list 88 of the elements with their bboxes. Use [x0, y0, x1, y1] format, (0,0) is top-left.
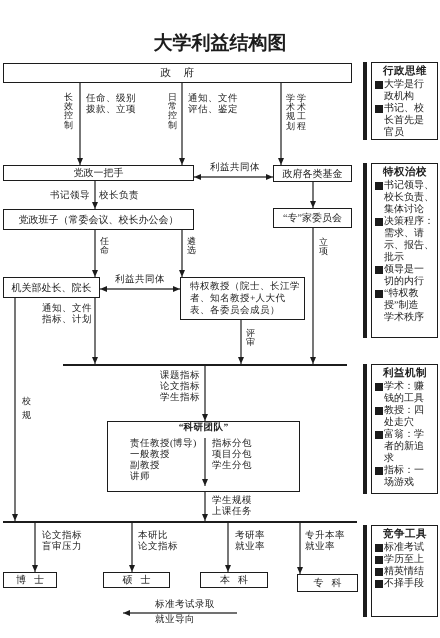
annotation-label: 任命、级别拨款、立项	[86, 94, 136, 116]
arrow	[310, 228, 316, 364]
annotation-label: 就业导向	[155, 615, 195, 626]
edge-label: 本研比论文指标	[138, 531, 178, 553]
process-box: 本科	[200, 572, 268, 588]
side-panel	[371, 163, 438, 338]
panel-heading: 竞争工具	[383, 529, 427, 541]
arrow	[238, 320, 244, 364]
bullet-text: 领导是一切的内行	[384, 264, 424, 288]
list-text: 讲师	[130, 472, 150, 483]
bus-line	[3, 521, 357, 523]
bullet-text: 指标：一场游戏	[384, 465, 424, 489]
bullet-text: 书记领导、校长负责、集体讨论	[384, 180, 434, 216]
bullet-text: 精英情结	[384, 566, 424, 578]
arrow	[278, 83, 284, 165]
list-text: 一般教授	[130, 450, 170, 460]
bus-line	[63, 364, 347, 366]
process-box: 党政一把手	[3, 165, 194, 181]
annotation-label: 标准考试录取	[155, 600, 215, 611]
edge-label: 利益共同体	[115, 275, 165, 286]
arrow	[179, 230, 185, 277]
edge-label: 立项	[319, 238, 328, 256]
double-arrow	[194, 174, 273, 180]
edge-label: 遴选	[187, 237, 196, 256]
panel-heading: 利益机制	[383, 368, 427, 380]
list-text: 责任教授(博导)	[130, 439, 196, 449]
arrow	[92, 298, 98, 364]
process-box	[107, 421, 300, 492]
annotation-label: 校长负责	[99, 191, 139, 202]
arrow	[225, 523, 231, 572]
arrow	[92, 181, 98, 209]
edge-label: 评审	[246, 329, 256, 348]
bullet-text: 学历至上	[384, 554, 424, 566]
list-text: 副教授	[130, 461, 160, 471]
edge-label: 书记领导	[50, 191, 90, 202]
panel-heading: 特权治校	[383, 167, 427, 179]
process-box: 政府	[3, 63, 352, 83]
arrow	[32, 523, 38, 572]
bullet-text: 大学是行政机构	[384, 79, 424, 102]
process-box: 硕士	[103, 572, 170, 588]
arrow	[77, 83, 83, 165]
bullet-text: 决策程序：需求、请示、报告、批示	[384, 216, 434, 264]
bullet-text: 书记、校长首先是官员	[384, 103, 424, 139]
bullet-text: 教授：四处走穴	[384, 405, 424, 428]
bullet-text: 不择手段	[384, 578, 424, 590]
edge-label: 通知、文件指标、计划	[42, 304, 92, 326]
side-panel	[371, 525, 438, 617]
list-text: 学生分包	[212, 461, 252, 472]
panel-heading: 行政思维	[383, 66, 427, 78]
bullet-text: 学术：赚钱的工具	[384, 381, 424, 405]
list-text: 指标分包	[212, 439, 252, 450]
edge-label: 日常控制	[168, 93, 178, 130]
edge-label: 学术规划	[286, 94, 296, 131]
arrow	[12, 298, 18, 521]
process-box: 机关部处长、院长	[3, 277, 100, 298]
edge-label: 长效控制	[64, 93, 74, 130]
bullet-text: “特权教授”制造学术秩序	[384, 288, 424, 324]
process-box: 专科	[297, 574, 358, 592]
edge-label: 校规	[22, 395, 32, 422]
edge-label: 任命	[100, 237, 110, 256]
edge-label: 专升本率就业率	[305, 531, 346, 553]
side-panel	[371, 62, 438, 140]
bullet-text: 富翁：学者的新追求	[384, 429, 424, 464]
side-panel	[371, 364, 438, 494]
annotation-label: 通知、文件评估、鉴定	[188, 94, 238, 116]
process-box: 博士	[3, 572, 57, 588]
process-box: 特权教授（院士、长江学者、知名教授+人大代表、各委员会成员）	[180, 277, 305, 320]
arrow	[179, 83, 185, 165]
edge-label: 考研率就业率	[235, 531, 266, 553]
process-box: 党政班子（常委会议、校长办公会）	[3, 209, 194, 230]
annotation-label: 学术工程	[297, 94, 306, 131]
edge-label: 课题指标论文指标学生指标	[160, 371, 200, 404]
arrow	[92, 230, 98, 277]
list-text: 项目分包	[212, 450, 252, 460]
arrow	[129, 523, 135, 572]
arrow	[297, 523, 303, 574]
arrow	[202, 366, 208, 421]
bullet-text: 标准考试	[384, 542, 424, 554]
edge-label: 利益共同体	[210, 163, 260, 174]
process-box: “专”家委员会	[273, 208, 352, 228]
edge-label: 论文指标盲审压力	[42, 531, 82, 553]
double-arrow	[100, 286, 180, 292]
group-heading: “科研团队”	[178, 423, 228, 434]
edge-label: 学生规模上课任务	[212, 496, 252, 518]
arrow	[202, 492, 208, 521]
arrow	[310, 182, 316, 208]
process-box: 政府各类基金	[273, 165, 352, 182]
diagram-title: 大学利益结构图	[154, 34, 286, 55]
